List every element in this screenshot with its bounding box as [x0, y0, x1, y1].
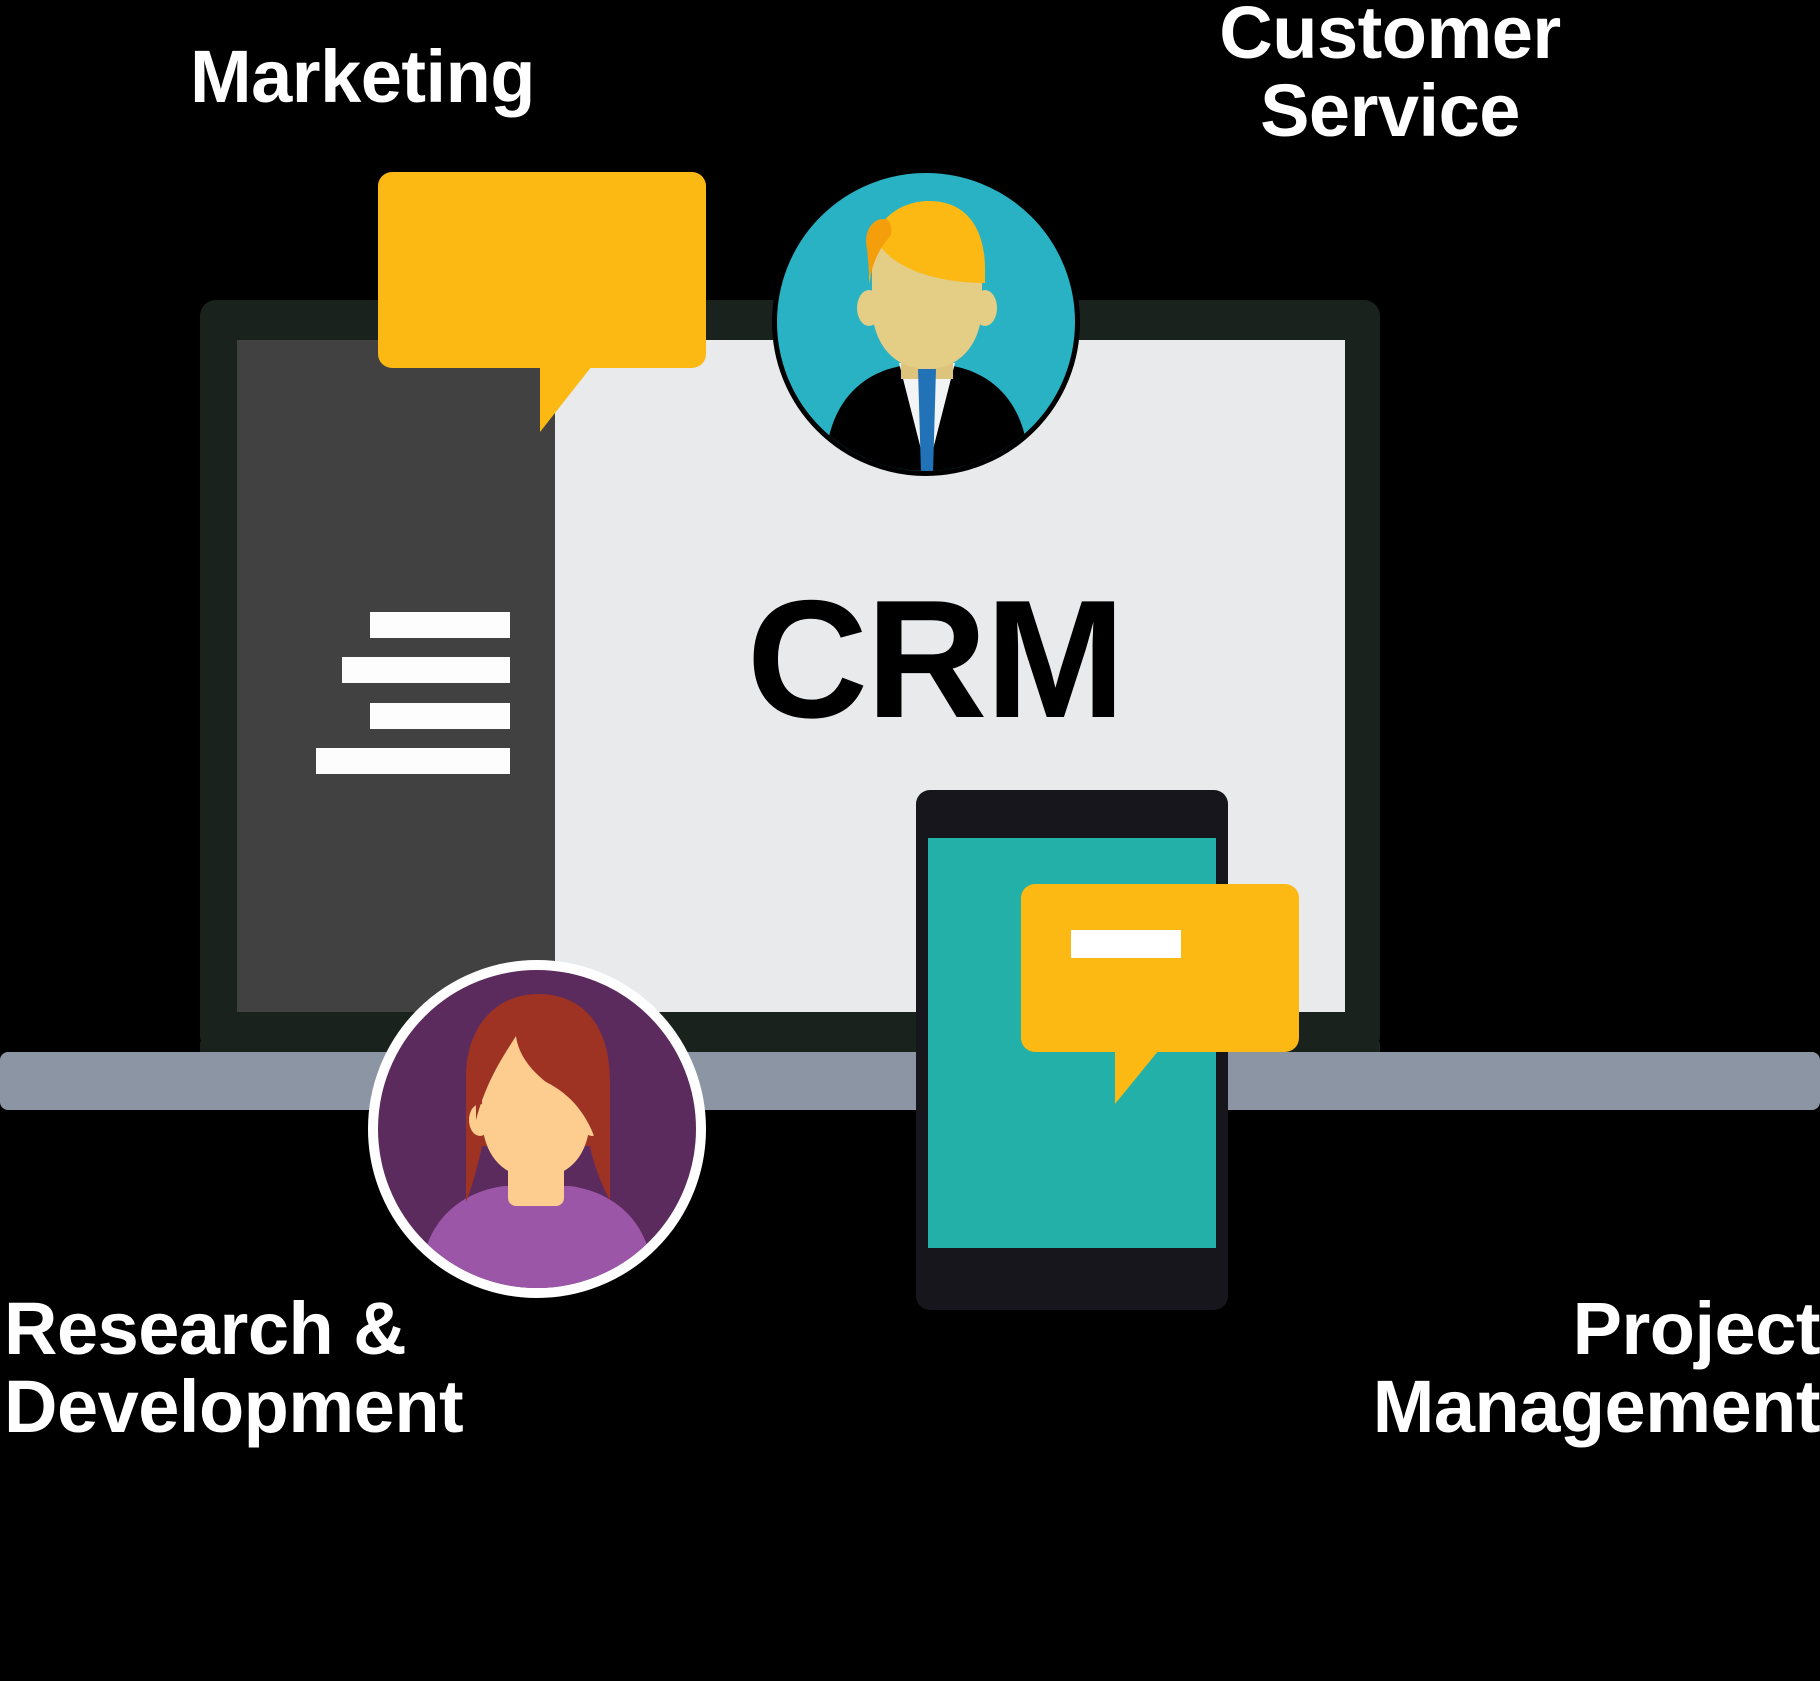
label-customer-service: Customer Service — [1219, 0, 1561, 153]
menu-line-2 — [342, 657, 510, 683]
speech-bubble-dash — [1071, 930, 1181, 958]
page-title: CRM — [746, 565, 1126, 753]
label-research-development: Research & Development — [4, 1287, 464, 1449]
label-marketing: Marketing — [190, 35, 536, 118]
male-avatar-icon — [825, 201, 1029, 471]
speech-bubble-tail — [540, 366, 592, 432]
speech-bubble-icon-marketing — [378, 172, 706, 368]
label-project-management: Project Management — [1372, 1287, 1820, 1449]
laptop-base-bar — [0, 1052, 1820, 1110]
menu-line-4 — [316, 748, 510, 774]
speech-bubble-icon-project — [1021, 884, 1299, 1052]
speech-bubble-tail-phone — [1115, 1050, 1159, 1104]
avatar-customer-service — [772, 168, 1080, 476]
female-avatar-icon — [420, 994, 654, 1288]
menu-line-1 — [370, 612, 510, 638]
avatar-research-development — [368, 960, 706, 1298]
menu-line-3 — [370, 703, 510, 729]
